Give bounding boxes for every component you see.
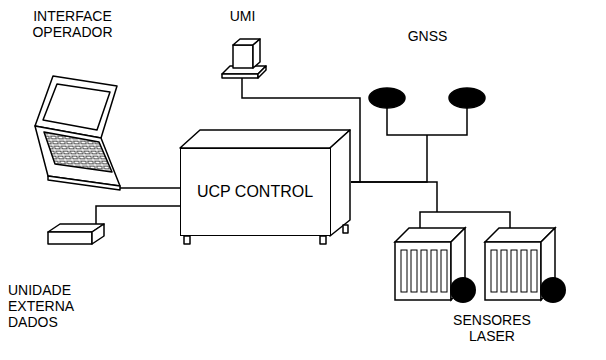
laptop-icon <box>35 76 120 190</box>
gnss-antennas <box>369 88 485 135</box>
control-unit: UCP CONTROL <box>180 148 331 236</box>
node-label: UCP CONTROL <box>181 183 329 201</box>
external-unit-icon <box>48 224 104 244</box>
node-label: SENSORES LASER <box>437 312 547 344</box>
umi-unit: UMI <box>215 8 270 78</box>
node-label: UNIDADE EXTERNA DADOS <box>8 282 98 330</box>
cable-connector <box>351 182 437 212</box>
node-label: GNSS <box>365 28 490 44</box>
node-label: UMI <box>215 8 270 24</box>
umi-icon <box>222 39 266 78</box>
gnss-antenna: GNSS <box>365 28 490 135</box>
cable-connector <box>120 187 180 189</box>
laser-sensors <box>395 212 566 303</box>
external-data-unit: UNIDADE EXTERNA DADOS <box>8 224 108 334</box>
operator-interface: INTERFACE OPERADOR <box>25 8 120 193</box>
node-label: INTERFACE OPERADOR <box>20 8 125 40</box>
laser-sensors-group: SENSORES LASER <box>380 212 570 352</box>
cable-connector <box>96 206 180 224</box>
ucp-housing <box>180 130 350 244</box>
cable-connector <box>351 135 427 182</box>
